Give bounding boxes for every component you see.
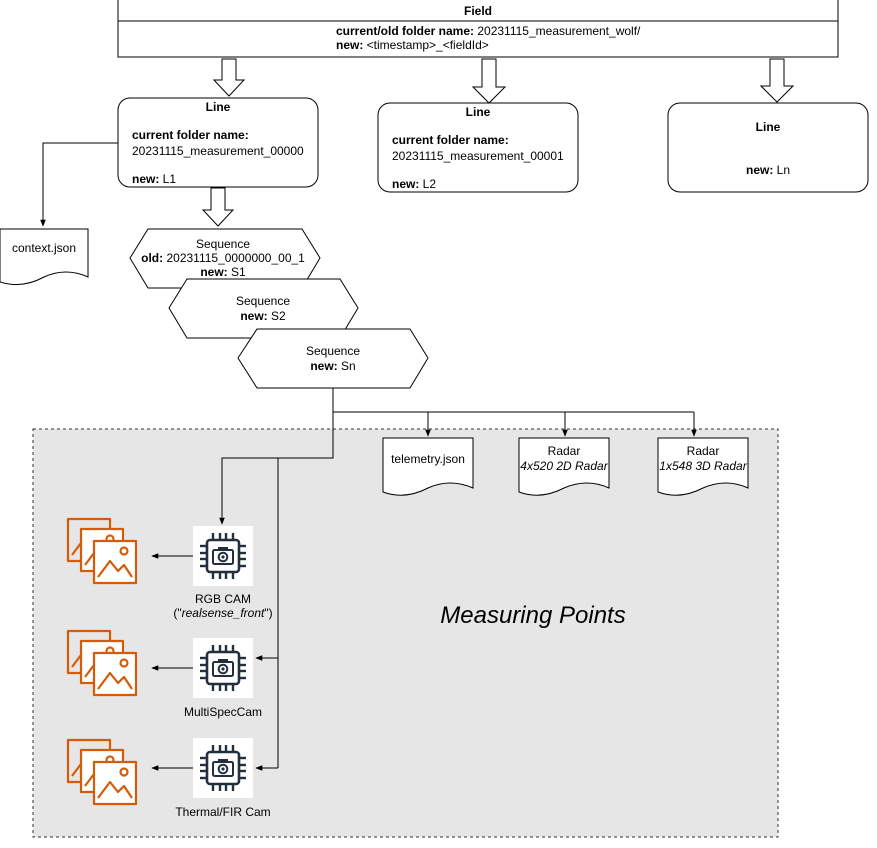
line-2-current-label: current folder name: [392,133,509,147]
line-n-new: new: Ln [746,163,790,177]
connector-line1-context [40,142,118,227]
radar-3d-doc[interactable]: Radar 1x548 3D Radar [657,437,749,496]
radar-3d-title: Radar [687,444,720,458]
line-1-new: new: L1 [132,172,176,186]
rgb-cam[interactable]: RGB CAM ("realsense_front") [173,524,273,620]
camera-chip-icon [191,736,255,800]
line-2-current-value: 20231115_measurement_00001 [392,149,564,163]
field-old-name: current/old folder name: 20231115_measur… [336,24,641,38]
radar-2d-doc[interactable]: Radar 4x520 2D Radar [518,437,610,496]
block-arrow-field-line2 [471,58,507,104]
radar-2d-title: Radar [548,444,581,458]
radar-3d-subtitle: 1x548 3D Radar [659,459,747,473]
context-json-label: context.json [12,241,76,255]
sequence-sn[interactable]: Sequence new: Sn [237,328,429,389]
measuring-points-title: Measuring Points [440,602,625,629]
line-1-current-label: current folder name: [132,128,249,142]
field-title: Field [464,4,492,18]
sequence-2-title: Sequence [236,294,290,308]
telemetry-json-doc[interactable]: telemetry.json [382,437,474,496]
sequence-s2[interactable]: Sequence new: S2 [168,278,359,339]
line-box-n[interactable]: Line new: Ln [667,102,869,193]
sequence-n-title: Sequence [306,344,360,358]
block-arrow-field-linen [759,58,795,103]
telemetry-json-label: telemetry.json [391,452,465,466]
line-2-new: new: L2 [392,177,436,191]
thermal-cam[interactable]: Thermal/FIR Cam [175,736,271,819]
sequence-s1[interactable]: Sequence old: 20231115_0000000_00_1 new:… [129,228,321,289]
camera-chip-icon [191,524,255,588]
line-box-2[interactable]: Line current folder name: 20231115_measu… [377,102,579,193]
sequence-1-new: new: S1 [200,265,246,279]
sequence-1-title: Sequence [196,237,250,251]
camera-chip-icon [191,636,255,700]
line-2-title: Line [466,105,491,119]
rgb-cam-sublabel: ("realsense_front") [173,606,272,620]
sequence-2-new: new: S2 [240,309,286,323]
line-1-current-value: 20231115_measurement_00000 [132,144,304,158]
line-n-title: Line [756,120,781,134]
field-new-name: new: <timestamp>_<fieldId> [336,38,489,52]
rgb-cam-label: RGB CAM [195,592,251,606]
thermal-cam-label: Thermal/FIR Cam [175,805,270,819]
multispec-cam[interactable]: MultiSpecCam [184,636,262,719]
connector-sequence-bus [332,388,694,413]
multispec-cam-label: MultiSpecCam [184,705,262,719]
block-arrow-field-line1 [212,58,246,97]
block-arrow-line1-sequence [201,187,235,227]
line-1-title: Line [206,100,231,114]
context-json-doc[interactable]: context.json [0,228,89,286]
sequence-n-new: new: Sn [310,359,355,373]
connector-camera-bus [222,457,279,768]
line-box-1[interactable]: Line current folder name: 20231115_measu… [117,97,319,188]
field-box[interactable]: Field current/old folder name: 20231115_… [117,0,839,58]
sequence-1-old: old: 20231115_0000000_00_1 [141,251,305,265]
radar-2d-subtitle: 4x520 2D Radar [520,459,608,473]
